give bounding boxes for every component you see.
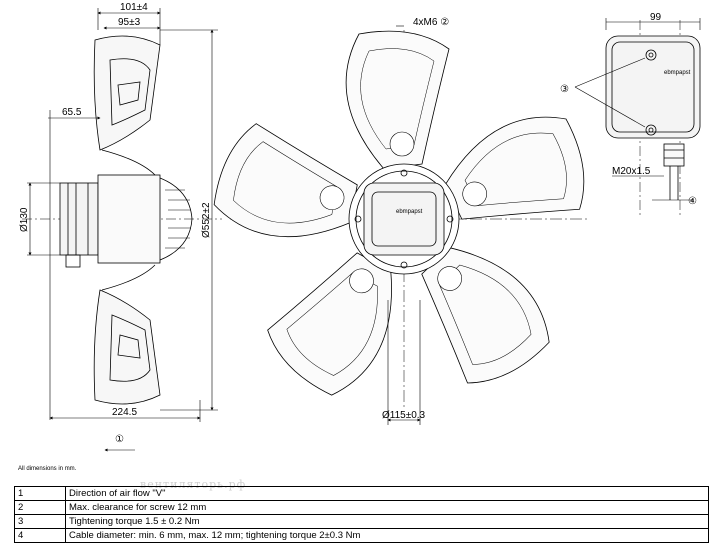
airflow-callout: ① <box>115 434 124 445</box>
box-logo: ebmpapst <box>664 70 691 76</box>
dim-224: 224.5 <box>112 407 137 418</box>
units-note: All dimensions in mm. <box>18 466 77 472</box>
callout-4: ④ <box>688 196 697 207</box>
dim-101: 101±4 <box>120 2 148 13</box>
fan-blade <box>421 247 550 384</box>
box-width-dim: 99 <box>650 12 662 23</box>
technical-drawing: 101±4 95±3 65.5 Ø130 Ø552±2 224.5 ① ebmp… <box>19 2 701 452</box>
terminal-box-view <box>574 18 701 215</box>
hub-diameter: Ø115±0.3 <box>382 410 426 421</box>
legend-text: Cable diameter: min. 6 mm, max. 12 mm; t… <box>65 528 709 543</box>
callout-3: ③ <box>560 84 569 95</box>
fan-blade <box>444 116 585 220</box>
legend-text: Max. clearance for screw 12 mm <box>65 500 709 515</box>
fan-blade <box>213 123 358 238</box>
side-view <box>22 8 222 452</box>
legend-number: 3 <box>14 514 66 529</box>
dim-130: Ø130 <box>19 207 30 232</box>
dim-95: 95±3 <box>118 17 141 28</box>
legend-number: 2 <box>14 500 66 515</box>
fan-blade <box>267 252 392 396</box>
legend-text: Tightening torque 1.5 ± 0.2 Nm <box>65 514 709 529</box>
legend-number: 1 <box>14 486 66 501</box>
thread-label: 4xM6 ② <box>413 17 449 28</box>
fan-blade <box>345 30 450 170</box>
hub-logo: ebmpapst <box>396 209 423 215</box>
gland-thread-label: M20x1.5 <box>612 166 651 177</box>
front-view <box>213 25 590 425</box>
legend-number: 4 <box>14 528 66 543</box>
legend-text: Direction of air flow "V" <box>65 486 709 501</box>
dim-552: Ø552±2 <box>201 202 212 238</box>
dim-65: 65.5 <box>62 107 82 118</box>
